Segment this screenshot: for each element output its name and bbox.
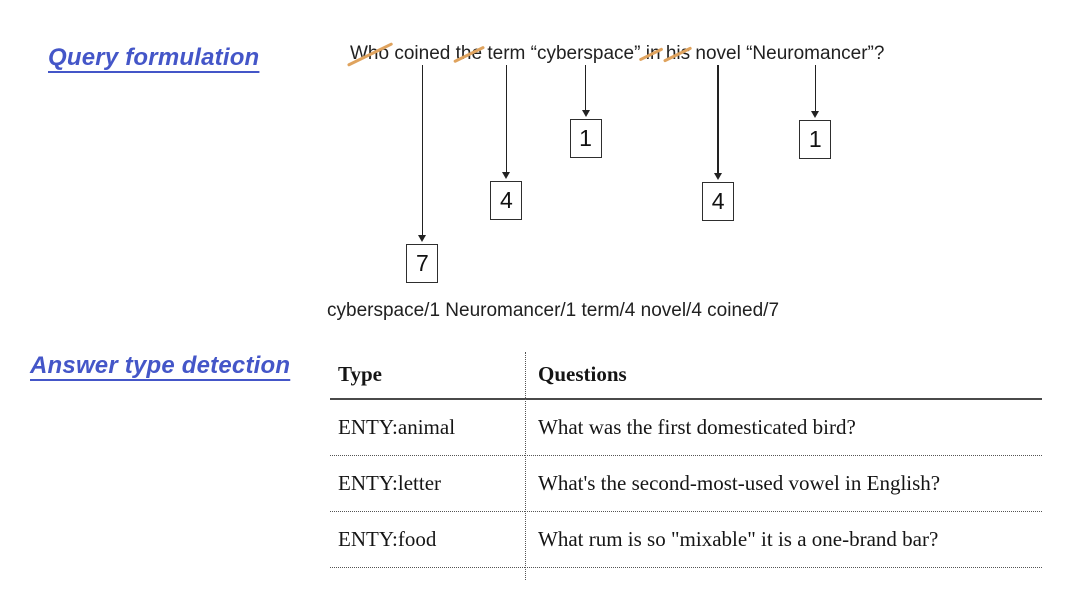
struck-word: the (456, 42, 482, 65)
type-cell: ENTY:food (330, 511, 525, 568)
word-label: “Neuromancer”? (746, 43, 885, 64)
word-label: Who (350, 43, 390, 64)
weight-box: 4 (702, 182, 735, 221)
question-cell: What was the first domesticated bird? (525, 399, 1042, 456)
arrow-shaft (421, 65, 424, 235)
struck-word: Who (350, 42, 389, 65)
word-label: the (455, 43, 483, 64)
type-column-header: Type (330, 352, 525, 400)
table-row: ENTY:letter What's the second-most-used … (330, 455, 1042, 512)
weight-arrow: 1 (799, 65, 832, 159)
weight-arrow: 4 (702, 65, 735, 221)
type-cell: ENTY:letter (330, 455, 525, 512)
answer-type-detection-heading: Answer type detection (30, 352, 291, 379)
weight-arrow: 7 (406, 65, 439, 283)
word-label: coined (394, 43, 451, 64)
arrow-shaft (584, 65, 587, 110)
arrowhead-icon (581, 110, 590, 117)
weight-box: 1 (799, 120, 832, 159)
table-row: ENTY:animal What was the first domestica… (330, 399, 1042, 456)
word-label: “cyberspace” (530, 43, 641, 64)
arrowhead-icon (418, 235, 427, 242)
questions-column-header: Questions (525, 352, 1042, 400)
weight-arrow: 1 (569, 65, 602, 158)
weighted-query-string: cyberspace/1 Neuromancer/1 term/4 novel/… (327, 300, 780, 321)
weighted-word: “Neuromancer”? 1 (746, 42, 885, 159)
table-header-row: Type Questions (330, 352, 1042, 400)
question-sentence: Who coined 7 the term 4 “cyberspace” 1 in h… (350, 42, 885, 283)
question-cell: What rum is so "mixable" it is a one-bra… (525, 511, 1042, 568)
word-label: his (665, 43, 691, 64)
arrow-shaft (505, 65, 508, 172)
table-row: ENTY:food What rum is so "mixable" it is… (330, 511, 1042, 568)
weight-box: 1 (569, 119, 602, 158)
weighted-word: novel 4 (695, 42, 741, 221)
table-column-divider (525, 352, 526, 580)
weighted-word: term 4 (487, 42, 526, 220)
weight-box: 7 (406, 244, 439, 283)
weighted-word: “cyberspace” 1 (530, 42, 641, 158)
arrow-shaft (717, 65, 719, 173)
arrowhead-icon (811, 111, 820, 118)
weighted-word: coined 7 (394, 42, 451, 283)
word-label: term (487, 43, 526, 64)
arrowhead-icon (714, 173, 723, 180)
weight-arrow: 4 (490, 65, 523, 220)
word-label: novel (695, 43, 741, 64)
type-cell: ENTY:animal (330, 399, 525, 456)
struck-word: his (666, 42, 690, 65)
answer-type-table: Type Questions ENTY:animal What was the … (330, 352, 1042, 568)
arrow-shaft (814, 65, 816, 111)
struck-word: in (646, 42, 661, 65)
arrowhead-icon (502, 172, 511, 179)
word-label: in (645, 43, 661, 64)
weight-box: 4 (490, 181, 523, 220)
query-formulation-heading: Query formulation (48, 44, 260, 71)
question-cell: What's the second-most-used vowel in Eng… (525, 455, 1042, 512)
